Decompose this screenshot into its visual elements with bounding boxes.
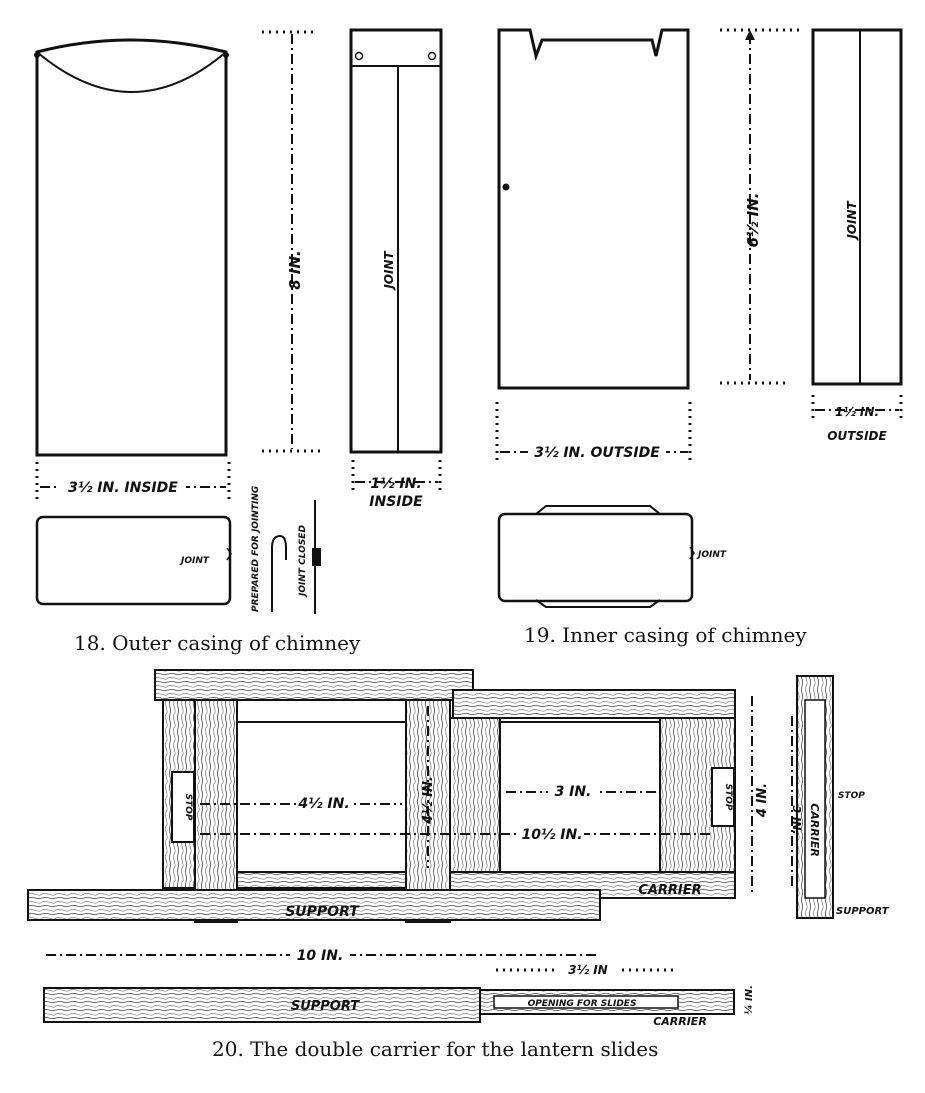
inner-side-width-dimension: 1½ IN. OUTSIDE [811, 395, 903, 443]
right-height-label: 4 IN. [755, 783, 770, 818]
closed-label: JOINT CLOSED [298, 525, 308, 598]
carrier-length-label: 10½ IN. [521, 827, 582, 843]
carrier-label: CARRIER [638, 883, 701, 898]
outer-casing-side: JOINT [349, 28, 443, 454]
width-label: 3½ IN. INSIDE [68, 480, 178, 496]
side-stop-label: STOP [838, 791, 865, 801]
inner-width-dimension: 3½ IN. OUTSIDE [495, 402, 692, 462]
inner-height-dimension: 6½ IN. [720, 28, 800, 385]
stop-left-label: STOP [183, 794, 193, 821]
bottom-support-label: SUPPORT [291, 999, 360, 1014]
figure-19: 6½ IN. JOINT 3½ IN. OUTSIDE 1½ IN. OUTSI… [495, 28, 903, 647]
side-width-label: 1½ IN. [370, 476, 421, 492]
outer-casing-front [34, 38, 229, 457]
bottom-carrier-label: CARRIER [653, 1015, 707, 1028]
stop-right-label: STOP [723, 784, 733, 811]
inner-casing-plan: JOINT [497, 505, 727, 608]
thickness-label: ¼ IN. [743, 985, 755, 1015]
frame-height-label: 4½ IN. [421, 776, 436, 825]
inner-joint-vertical-label: JOINT [845, 201, 859, 241]
carrier-dimensions: 4½ IN. 4½ IN. 3 IN. 10½ IN. 4 IN. SUPPOR… [200, 696, 770, 920]
inner-side-outside-label: OUTSIDE [827, 429, 887, 443]
inner-width-label: 3½ IN. OUTSIDE [534, 445, 660, 461]
inner-side-width-label: 1½ IN. [835, 405, 879, 419]
figure-18: 8 IN. JOINT 3½ IN. INSIDE 1½ IN. INSIDE [34, 28, 443, 655]
height-label: 8 IN. [286, 250, 304, 290]
carrier-side-view: 3 IN. CARRIER STOP SUPPORT [790, 675, 890, 919]
figure-20: STOP STOP 4½ IN. 4½ IN. 3 IN. 10½ IN. 4 … [27, 669, 890, 1061]
side-carrier-label: CARRIER [808, 803, 821, 857]
inner-casing-side: JOINT [811, 28, 903, 386]
bottom-opening-label: OPENING FOR SLIDES [528, 999, 637, 1009]
inner-casing-front [497, 28, 690, 390]
inner-height-label: 6½ IN. [744, 192, 762, 247]
figure-18-caption: 18. Outer casing of chimney [74, 631, 361, 655]
joint-detail: PREPARED FOR JOINTING JOINT CLOSED [251, 486, 321, 614]
plan-joint-label: JOINT [179, 556, 210, 566]
support-label: SUPPORT [285, 904, 360, 920]
figure-20-caption: 20. The double carrier for the lantern s… [212, 1037, 658, 1061]
total-length-label: 10 IN. [297, 948, 344, 964]
carrier-frame: STOP STOP [27, 669, 736, 923]
joint-vertical-label: JOINT [382, 251, 396, 291]
height-dimension: 8 IN. [262, 30, 322, 453]
side-height-label: 3 IN. [790, 806, 803, 835]
figure-19-caption: 19. Inner casing of chimney [524, 623, 807, 647]
opening-b-label: 3 IN. [555, 784, 592, 800]
side-inside-label: INSIDE [369, 494, 423, 510]
outer-casing-plan: JOINT [35, 515, 232, 606]
inner-plan-joint-label: JOINT [696, 550, 727, 560]
prepared-label: PREPARED FOR JOINTING [251, 486, 261, 612]
carrier-top-view: 10 IN. 3½ IN SUPPORT OPENING FOR SLIDES … [43, 946, 755, 1028]
right-part-label: 3½ IN [568, 963, 607, 977]
side-width-dimension: 1½ IN. INSIDE [351, 460, 442, 510]
opening-a-label: 4½ IN. [297, 796, 349, 812]
width-dimension: 3½ IN. INSIDE [35, 462, 231, 500]
side-support-label: SUPPORT [836, 906, 890, 917]
